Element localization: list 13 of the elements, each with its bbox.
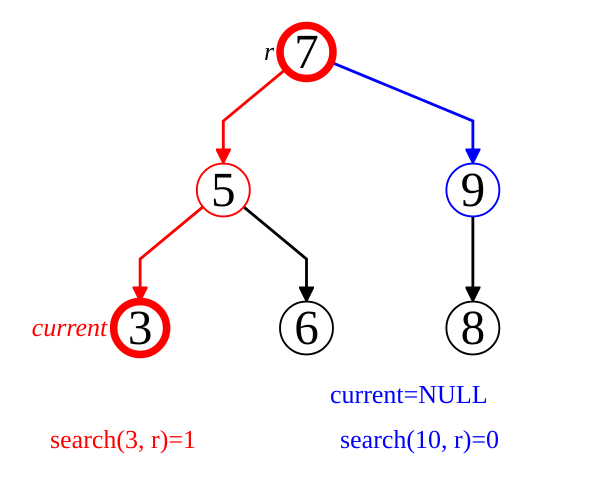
node-circle [279, 300, 334, 356]
node-circle [445, 162, 500, 218]
arrow [464, 216, 482, 302]
node-annotation: current [32, 313, 108, 343]
node-annotation: r [264, 36, 274, 67]
result-text: search(3, r)=1 [50, 425, 196, 455]
node-circle [445, 300, 500, 356]
node-circle [196, 162, 251, 218]
result-text: current=NULL [330, 380, 488, 410]
arrow [242, 206, 315, 302]
node-circle [276, 22, 337, 82]
result-text: search(10, r)=0 [340, 425, 500, 455]
node-circle [110, 298, 170, 358]
